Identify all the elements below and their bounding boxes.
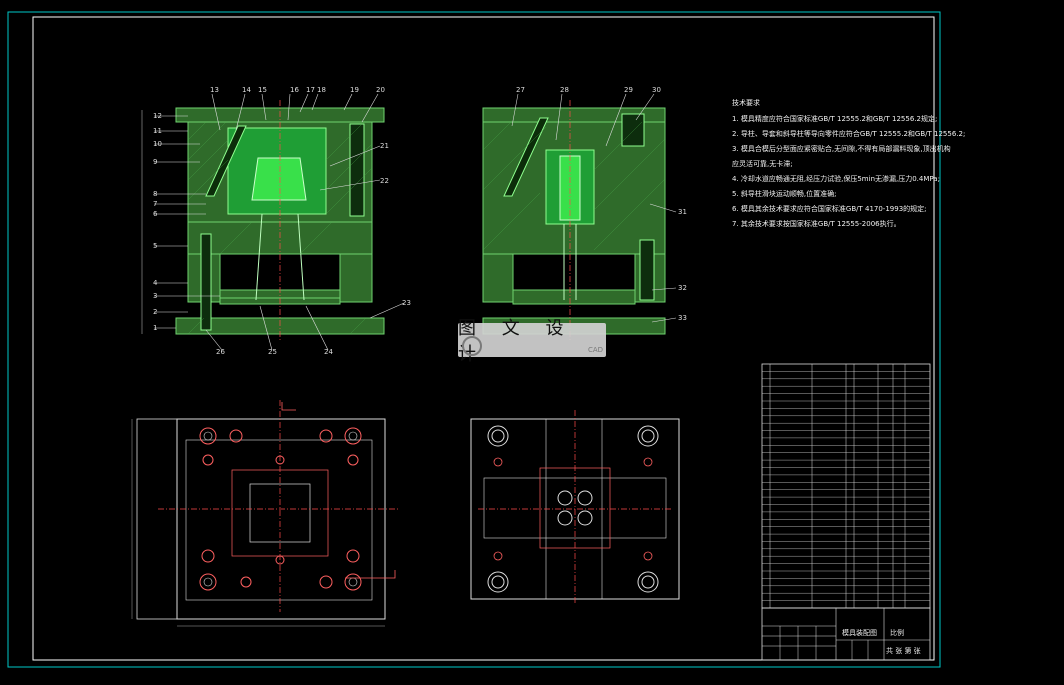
- outer-frame: [7, 11, 941, 668]
- balloon-16: 16: [290, 86, 299, 94]
- balloon-26: 26: [216, 348, 225, 356]
- note-line: 2. 导柱、导套和斜导柱等导向零件应符合GB/T 12555.2和GB/T 12…: [732, 130, 966, 138]
- balloon-21: 21: [380, 142, 389, 150]
- balloon-30: 30: [652, 86, 661, 94]
- balloon-23: 23: [402, 299, 411, 307]
- drawing-name: 模具装配图: [842, 629, 877, 637]
- balloon-9: 9: [153, 158, 157, 166]
- balloon-22: 22: [380, 177, 389, 185]
- note-line: 应灵活可靠,无卡滞;: [732, 160, 793, 168]
- balloon-14: 14: [242, 86, 251, 94]
- balloon-7a: 7: [153, 200, 157, 208]
- moving-half-plan-view: [131, 400, 400, 627]
- balloon-17: 17: [306, 86, 315, 94]
- balloon-18: 18: [317, 86, 326, 94]
- balloon-24: 24: [324, 348, 333, 356]
- fixed-half-plan-view: [470, 410, 680, 605]
- balloon-10: 10: [153, 140, 162, 148]
- balloon-4: 4: [153, 279, 158, 287]
- title-block: [761, 607, 931, 661]
- note-line: 4. 冷却水道应畅通无阻,经压力试验,保压5min无渗漏,压力0.4MPa;: [732, 175, 940, 183]
- balloon-32: 32: [678, 284, 687, 292]
- balloon-20: 20: [376, 86, 385, 94]
- side-section-view: 27 28 29 30 31 32 33: [482, 86, 687, 340]
- note-line: 5. 斜导柱滑块运动顺畅,位置准确;: [732, 190, 837, 198]
- balloon-28: 28: [560, 86, 569, 94]
- balloon-6: 6: [153, 210, 158, 218]
- technical-requirements: 技术要求 1. 模具精度应符合国家标准GB/T 12555.2和GB/T 125…: [732, 96, 966, 232]
- balloon-12: 12: [153, 112, 162, 120]
- balloon-31: 31: [678, 208, 687, 216]
- balloon-29: 29: [624, 86, 633, 94]
- bill-of-materials: [761, 363, 931, 609]
- watermark-logo-icon: [462, 336, 482, 356]
- balloon-33: 33: [678, 314, 687, 322]
- note-line: 6. 模具其余技术要求应符合国家标准GB/T 4170-1993的规定;: [732, 205, 927, 213]
- front-section-view: 13 14 15 16 17 18 19 20 12 11 10 9 21 22…: [141, 86, 411, 356]
- balloon-19: 19: [350, 86, 359, 94]
- balloon-1: 1: [153, 324, 157, 332]
- balloon-3: 3: [153, 292, 157, 300]
- note-line: 3. 模具合模后分型面应紧密贴合,无间隙,不得有局部漏料现象,顶出机构: [732, 145, 951, 153]
- note-line: 7. 其余技术要求按国家标准GB/T 12555-2006执行。: [732, 220, 901, 228]
- balloon-11: 11: [153, 127, 162, 135]
- note-line: 1. 模具精度应符合国家标准GB/T 12555.2和GB/T 12556.2规…: [732, 115, 938, 123]
- balloon-27: 27: [516, 86, 525, 94]
- scale-label: 比例: [890, 629, 904, 637]
- balloon-15: 15: [258, 86, 267, 94]
- sheet-label: 共 张 第 张: [886, 647, 921, 655]
- balloon-8: 8: [153, 190, 157, 198]
- notes-title: 技术要求: [732, 99, 760, 107]
- balloon-5: 5: [153, 242, 157, 250]
- watermark-sub: CAD: [588, 346, 604, 354]
- balloon-25: 25: [268, 348, 277, 356]
- balloon-13: 13: [210, 86, 219, 94]
- inner-frame: [32, 16, 935, 661]
- balloon-2: 2: [153, 308, 157, 316]
